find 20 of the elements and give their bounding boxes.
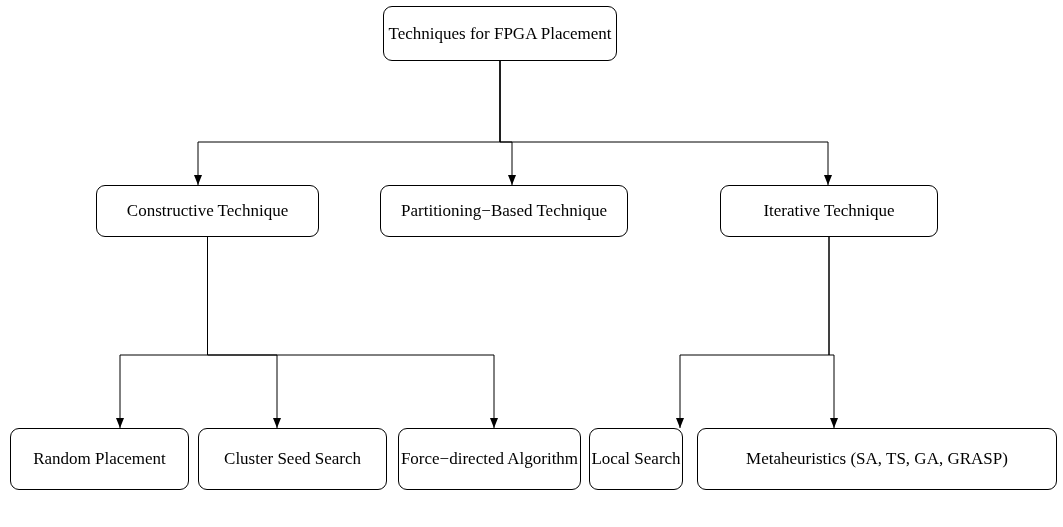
technique-box	[96, 185, 319, 237]
node-label: Cluster Seed Search	[224, 449, 361, 469]
technique-box	[198, 428, 387, 490]
technique-box	[10, 428, 189, 490]
technique-box	[383, 6, 617, 61]
node-label: Random Placement	[33, 449, 166, 469]
node-label: Iterative Technique	[763, 201, 895, 221]
node-label: Partitioning−Based Technique	[401, 201, 607, 221]
technique-box	[589, 428, 683, 490]
node-label: Metaheuristics (SA, TS, GA, GRASP)	[746, 449, 1008, 469]
node-label: Force−directed Algorithm	[400, 449, 579, 469]
technique-box	[380, 185, 628, 237]
connector-arrow	[828, 236, 838, 429]
node-label: Constructive Technique	[126, 201, 289, 221]
technique-box	[398, 428, 581, 490]
technique-box	[720, 185, 938, 237]
technique-box	[697, 428, 1057, 490]
node-label: Local Search	[591, 449, 681, 469]
connector-arrow	[499, 60, 832, 186]
node-label: Techniques for FPGA Placement	[388, 23, 612, 44]
